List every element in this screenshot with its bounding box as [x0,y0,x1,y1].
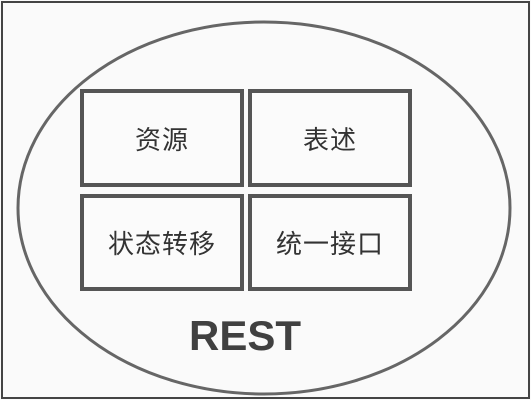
rest-ellipse [16,20,512,396]
box-state-transfer: 状态转移 [80,194,244,291]
box-representation-label: 表述 [302,125,357,156]
box-resource: 资源 [80,89,244,187]
box-uniform-interface-label: 统一接口 [275,230,384,260]
box-uniform-interface: 统一接口 [248,194,412,291]
box-state-transfer-label: 状态转移 [107,230,216,260]
rest-caption: REST [188,312,301,359]
box-resource-label: 资源 [134,125,189,156]
box-representation: 表述 [248,89,412,187]
